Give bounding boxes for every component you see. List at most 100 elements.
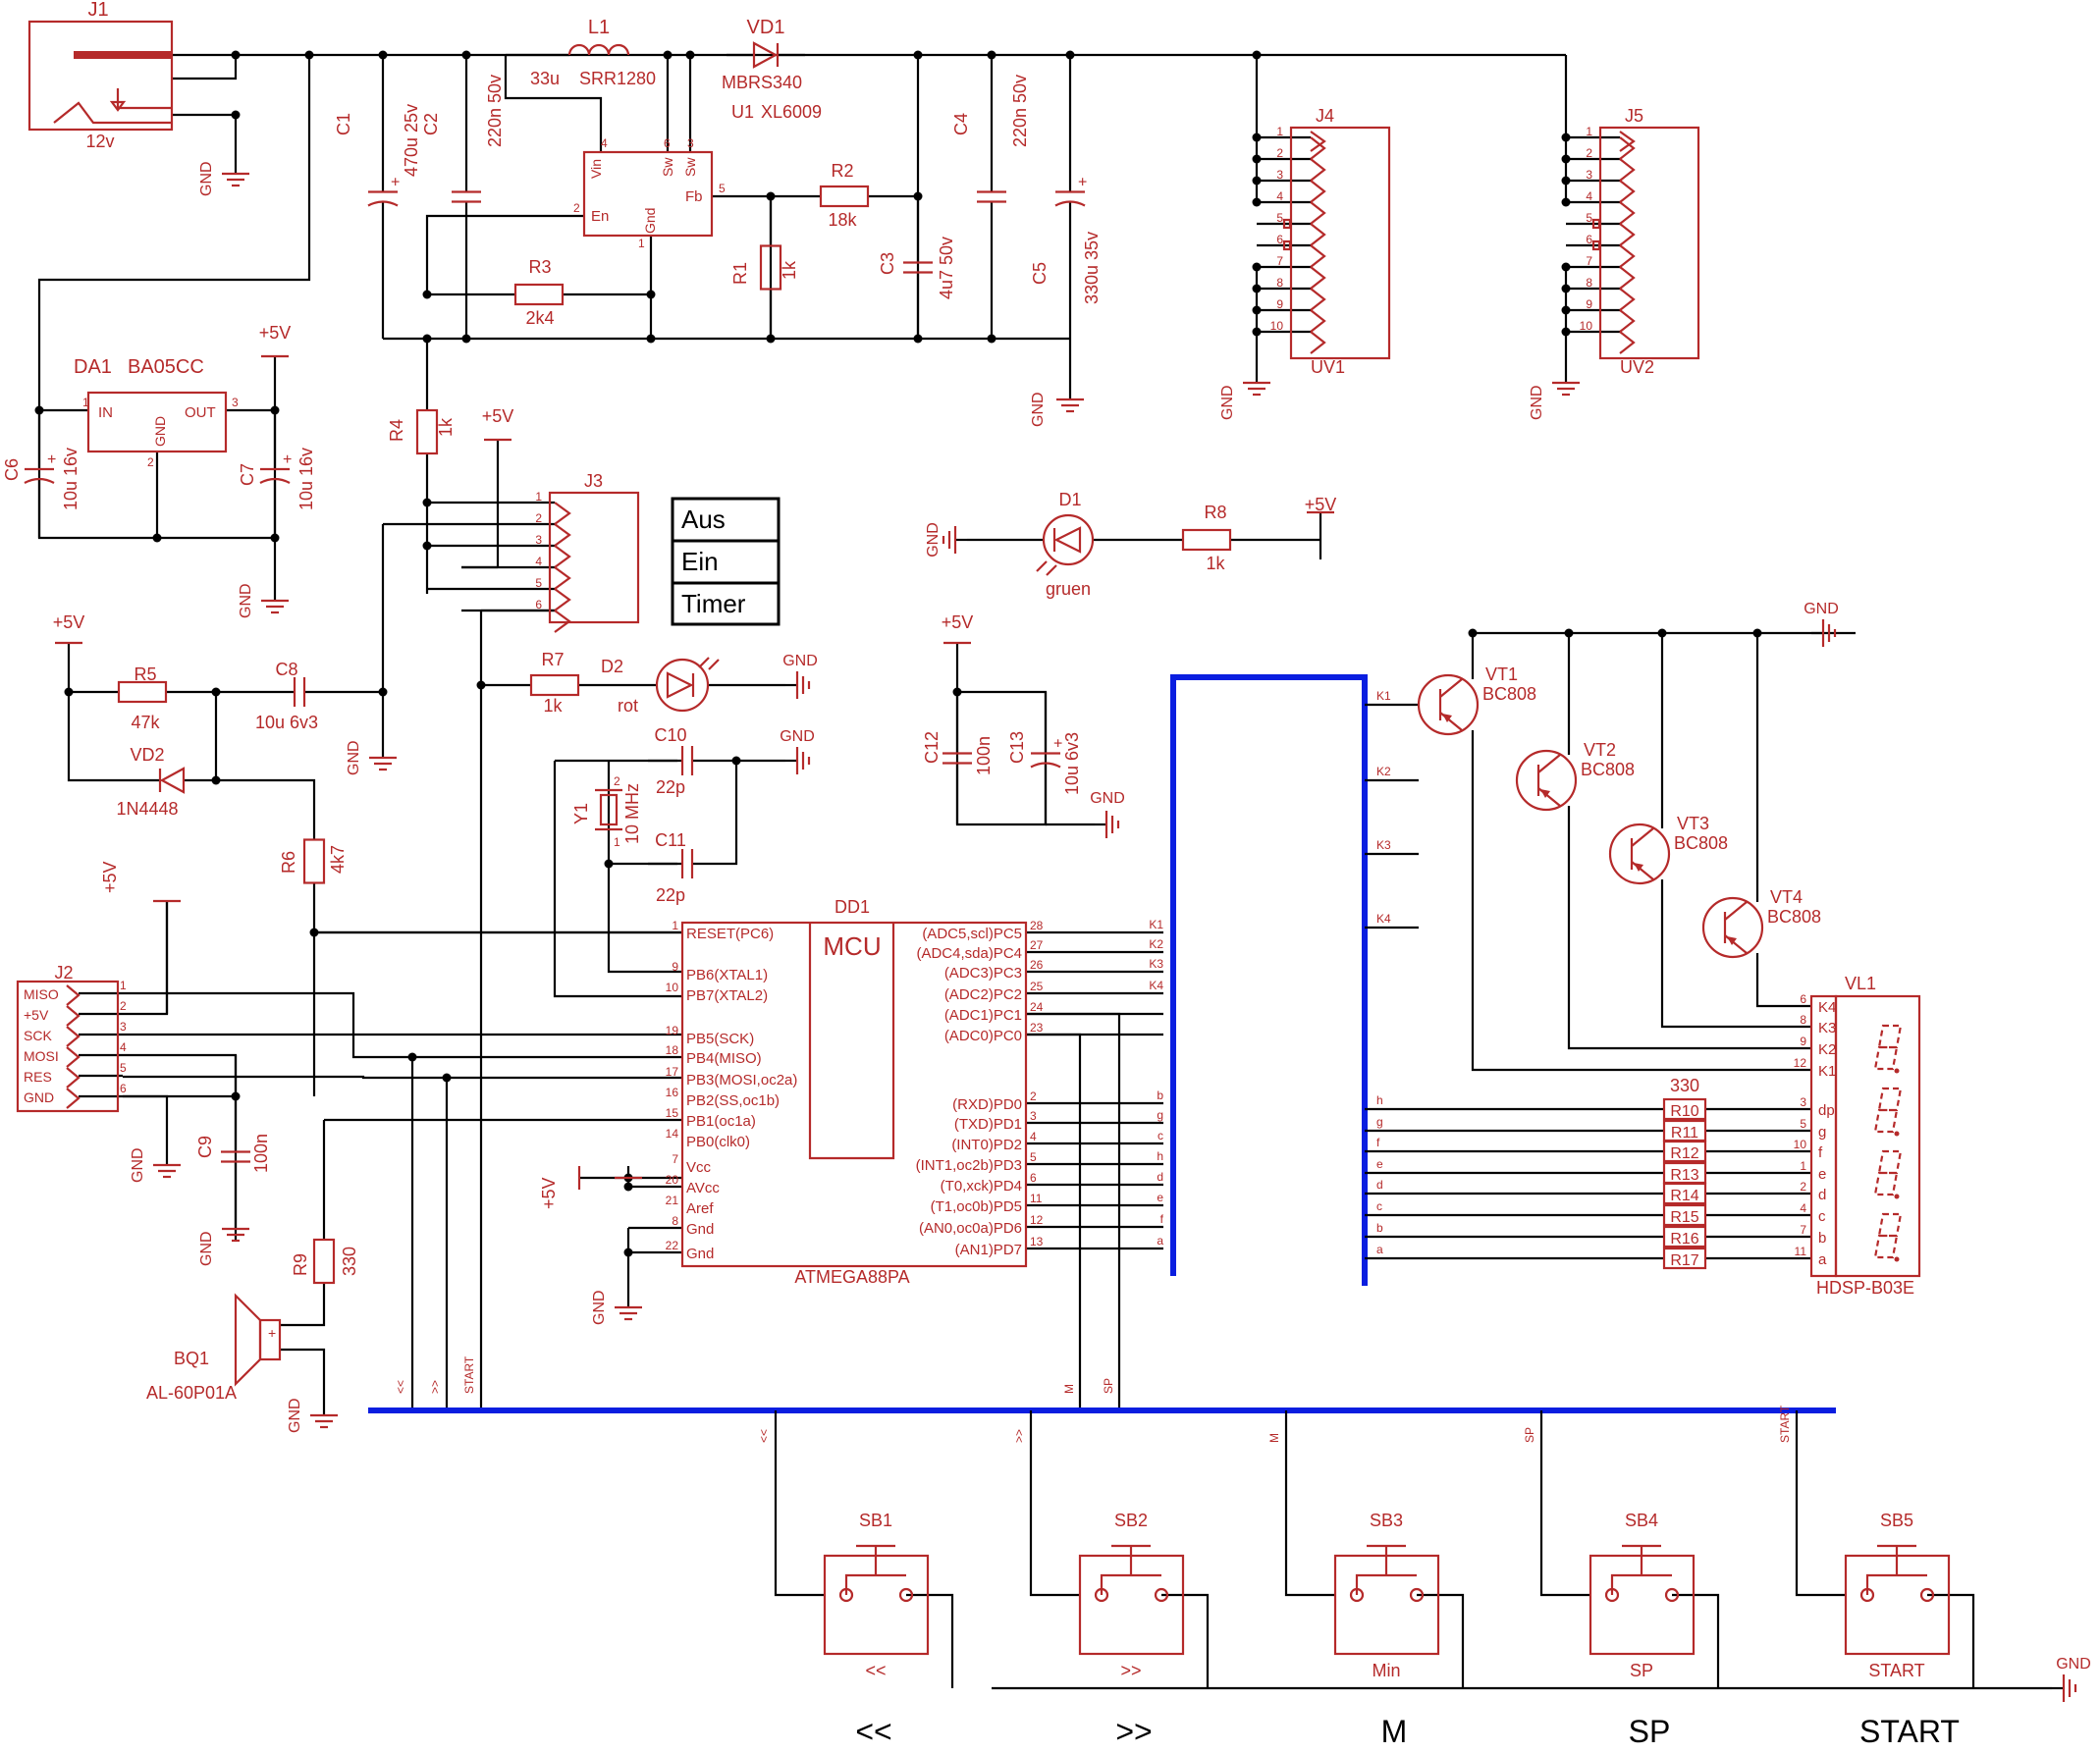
dd1-left-pin: PB3(MOSI,oc2a) (686, 1072, 797, 1089)
dd1-left-pin: AVcc (686, 1180, 720, 1196)
dd1-left-pin: PB7(XTAL2) (686, 987, 768, 1004)
vl1-k-pin: K3 (1818, 1020, 1836, 1036)
r5-res (117, 680, 168, 704)
junction-dot (1752, 628, 1762, 638)
vl1-seg-pin: b (1818, 1230, 1826, 1247)
j5-zigzag (1619, 136, 1636, 160)
dd1-right-pin-number: 2 (1030, 1089, 1037, 1103)
vl1-seg-pin: f (1818, 1144, 1823, 1161)
net-label: << (394, 1380, 407, 1394)
j2-zigzag (66, 1067, 81, 1089)
net-label: K1 (1149, 918, 1163, 931)
dd1-left-pin-number: 21 (666, 1194, 679, 1207)
wire (1417, 1593, 1465, 1688)
r6-res (302, 838, 326, 884)
c4-ref: C4 (951, 113, 971, 135)
vl1-dp (1894, 1256, 1900, 1262)
vt4-transistor (1701, 896, 1764, 959)
c5-cap-plus: + (1078, 175, 1087, 191)
da1-num3: 3 (232, 396, 239, 409)
j1-value: 12v (85, 132, 114, 151)
c12-vcc-label: +5V (942, 612, 974, 632)
j5-ref: J5 (1625, 106, 1643, 126)
dd1-right-pin: (ADC2)PC2 (944, 986, 1022, 1003)
j1-pin (74, 51, 172, 59)
connector-pin-number: 2 (120, 999, 127, 1013)
vt2-transistor (1515, 749, 1578, 812)
j4-zigzag (1310, 244, 1326, 268)
connector-pin-number: 6 (1276, 233, 1283, 246)
dd1-left-pin-number: 9 (672, 960, 678, 974)
dd1-right-pin: (ADC4,sda)PC4 (916, 945, 1022, 962)
j2-pin-name: +5V (24, 1007, 49, 1023)
junction-dot (1561, 154, 1571, 164)
vd1-ref: VD1 (747, 17, 785, 38)
rn-ref: R17 (1670, 1252, 1698, 1269)
d2-led-triangle (666, 671, 694, 699)
vd2-diode (159, 767, 186, 794)
wire (123, 1053, 238, 1094)
dd1-left-pin-number: 8 (672, 1214, 678, 1228)
vt-value: BC808 (1767, 907, 1821, 927)
wire (955, 690, 1048, 826)
button-actuator (1610, 1573, 1672, 1595)
wire (1026, 1033, 1082, 1408)
r4-value: 1k (436, 417, 456, 437)
connector-pin-number: 3 (535, 533, 542, 547)
net-label: K1 (1376, 689, 1391, 703)
button-label: SP (1630, 1661, 1653, 1680)
junction-dot (1252, 197, 1262, 207)
junction-dot (1252, 305, 1262, 315)
connector-pin-number: 10 (1580, 319, 1593, 333)
c3-value: 4u7 50v (937, 237, 956, 299)
d2-gnd-label: GND (782, 653, 818, 669)
vt-ref: VT4 (1770, 887, 1803, 907)
j4-zigzag (1310, 158, 1326, 182)
dd1-right-pin: (ADC5,scl)PC5 (922, 926, 1022, 942)
bq1-buzzer-horn (234, 1293, 262, 1387)
l1-part: SRR1280 (579, 69, 656, 88)
vl1-digit (1873, 1212, 1903, 1259)
dd1-right-pin: (INT0)PD2 (951, 1137, 1022, 1153)
r6-value: 4k7 (328, 845, 348, 874)
dd1-right-pin: (AN1)PD7 (955, 1242, 1022, 1258)
j2-zigzag (66, 984, 81, 1006)
net-label: g (1376, 1115, 1383, 1129)
wire (1026, 1012, 1121, 1408)
u1-num4: 4 (601, 136, 608, 150)
j5-contact (1619, 131, 1636, 152)
vl1-seg-number: 7 (1800, 1223, 1806, 1237)
vt2-transistor-collector (1537, 754, 1561, 773)
dd1-left-pin: PB0(clk0) (686, 1134, 750, 1150)
vl1-ref: VL1 (1845, 974, 1876, 993)
j1-switch (116, 88, 172, 110)
net-label: K4 (1149, 979, 1163, 992)
vl1-digit (1873, 1024, 1903, 1071)
dd1-right-pin-number: 11 (1030, 1192, 1043, 1205)
junction-dot (378, 50, 388, 60)
dd1-left-pin: PB4(MISO) (686, 1050, 762, 1067)
display-bus (1170, 674, 1368, 1286)
vl1-seg-number: 1 (1800, 1159, 1806, 1173)
d1-ref: D1 (1058, 490, 1081, 509)
c5-ref: C5 (1030, 262, 1050, 285)
rn-ref: R16 (1670, 1231, 1698, 1248)
wire (1755, 953, 1811, 1008)
d2-led (655, 658, 710, 713)
connector-pin-number: 1 (535, 490, 542, 504)
j5-zigzag (1619, 266, 1636, 290)
c7-ref: C7 (238, 463, 257, 486)
vl1-k-pin: K2 (1818, 1041, 1836, 1058)
da1-ref: DA1 (74, 356, 112, 378)
button-net-label: << (757, 1429, 771, 1443)
wire (906, 1593, 954, 1688)
connector-pin-number: 1 (1276, 125, 1283, 138)
boost-gnd-label: GND (1030, 392, 1047, 427)
da1-num2: 2 (147, 455, 154, 469)
wire (607, 761, 682, 974)
d1-gnd-label: GND (925, 522, 942, 558)
vl1-seg-number: 3 (1800, 1095, 1806, 1109)
j4-zigzag (1310, 288, 1326, 311)
dd1-right-pin-number: 24 (1030, 1000, 1044, 1014)
j2-pin-name: SCK (24, 1028, 52, 1043)
